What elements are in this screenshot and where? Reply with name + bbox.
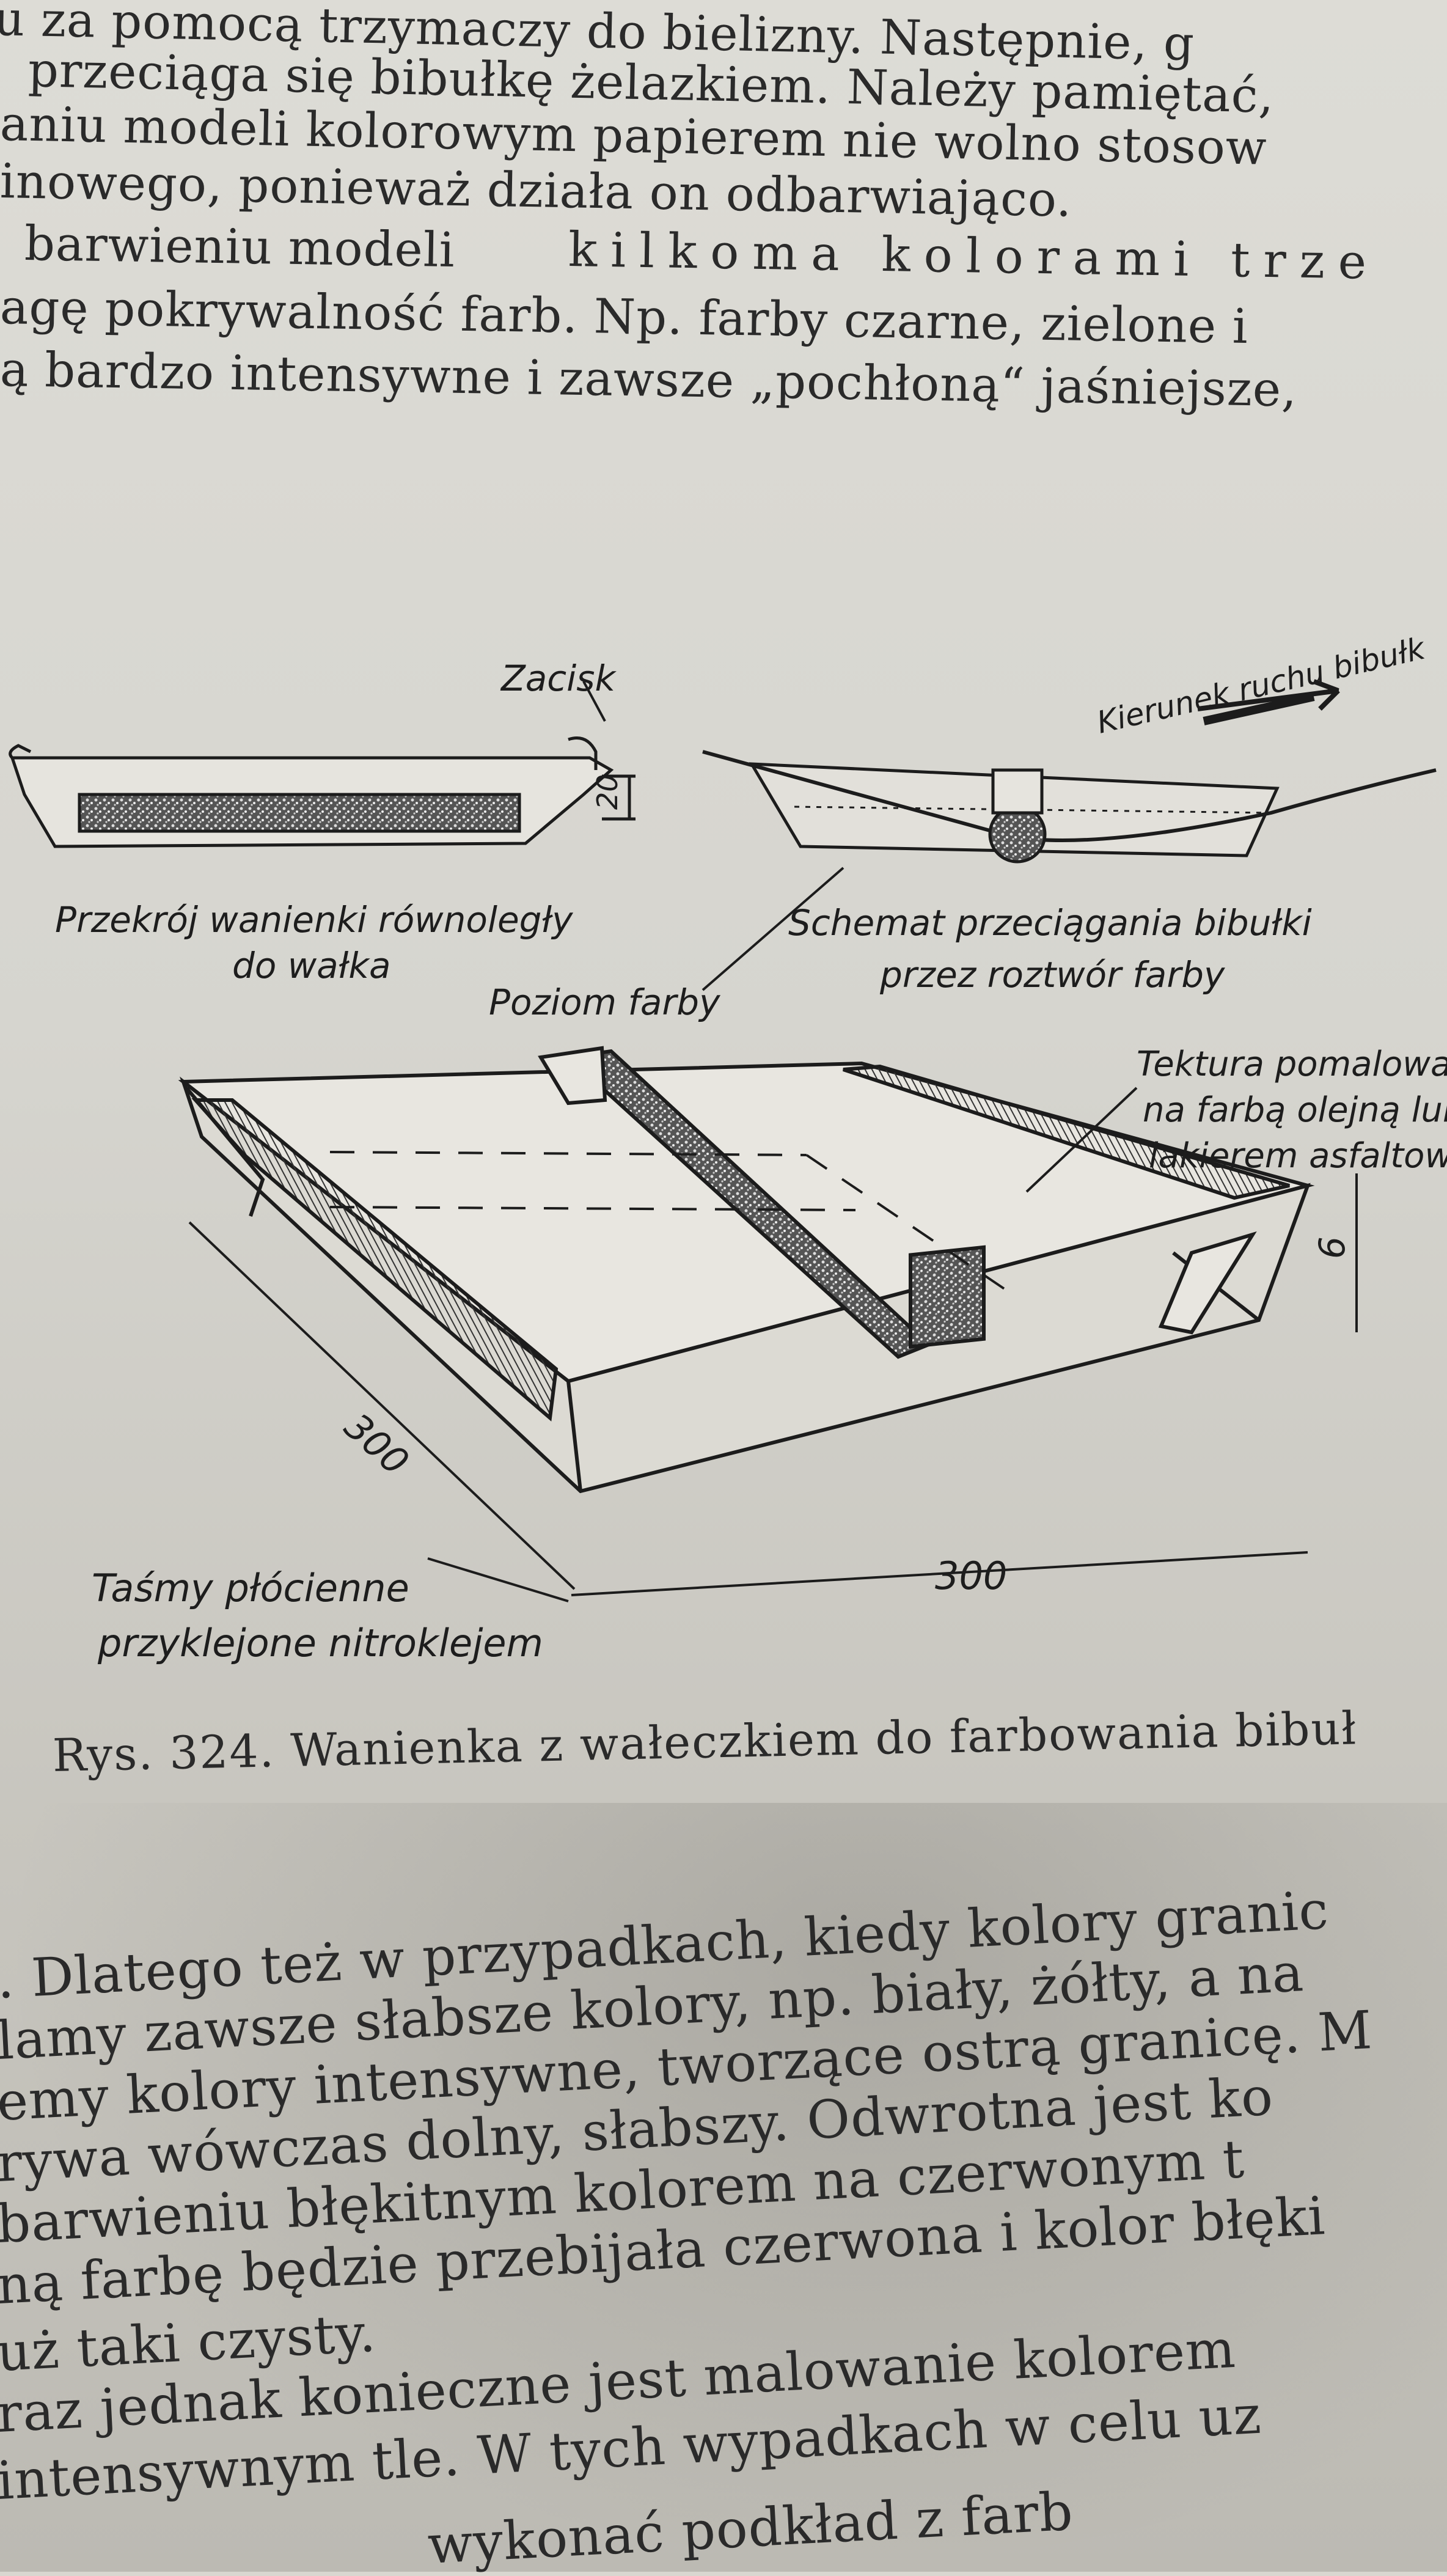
cross-section-drawing: 20 xyxy=(9,736,636,848)
dim-20-label: 20 xyxy=(591,774,624,810)
dim-300-bottom-label: 300 xyxy=(935,1554,1007,1598)
label-przekroj-line1: Przekrój wanienki równoległy xyxy=(55,899,573,941)
label-tektura-line1: Tektura pomalowa- xyxy=(1137,1044,1447,1084)
label-schemat-line2: przez roztwór farby xyxy=(879,954,1225,996)
label-przekroj-line2: do wałka xyxy=(232,945,391,986)
label-tasmy-line2: przyklejone nitroklejem xyxy=(97,1621,543,1665)
dim-6-label: 6 xyxy=(1311,1236,1353,1259)
text-line: barwieniu modeli xyxy=(24,216,456,279)
label-zacisk: Zacisk xyxy=(500,658,617,699)
label-schemat-line1: Schemat przeciągania bibułki xyxy=(788,902,1312,944)
label-poziom-farby: Poziom farby xyxy=(489,982,720,1023)
label-tektura-line2: na farbą olejną lub xyxy=(1143,1090,1447,1130)
label-tektura-line3: lakierem asfaltowy xyxy=(1149,1136,1447,1176)
page-shadow xyxy=(0,1803,1447,2572)
schematic-drawing xyxy=(702,679,1437,864)
label-tasmy-line1: Taśmy płócienne xyxy=(92,1566,409,1610)
tray-perspective-drawing xyxy=(178,681,1358,1602)
tray-figure: 20 xyxy=(9,630,1447,1665)
dim-300-left-label: 300 xyxy=(336,1405,417,1484)
label-kierunek: Kierunek ruchu bibułk xyxy=(1094,630,1429,740)
